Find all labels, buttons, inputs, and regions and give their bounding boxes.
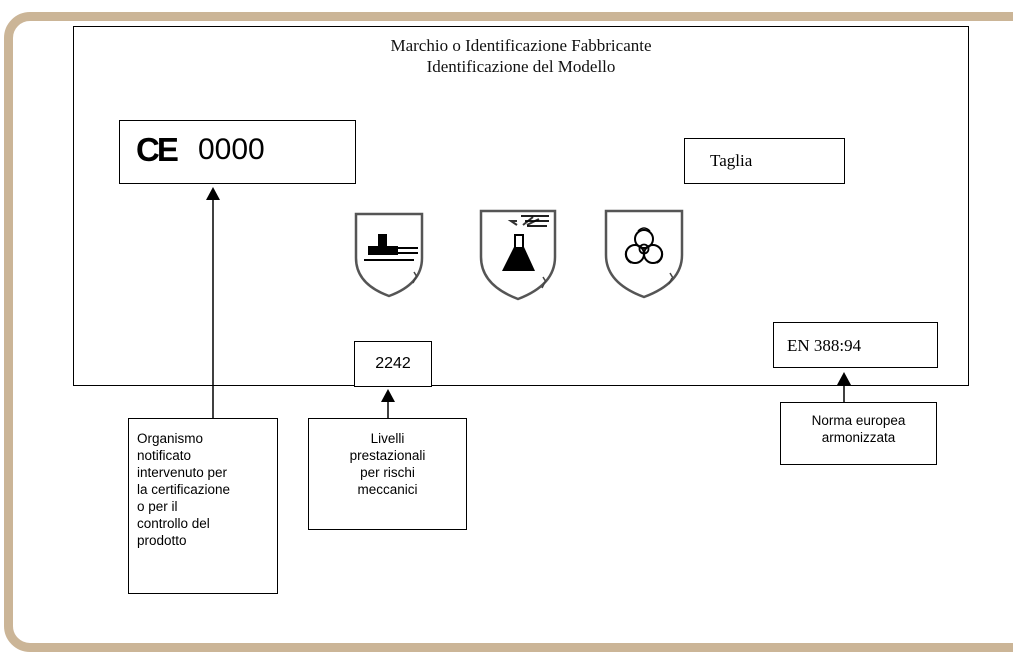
callout-line: prodotto [137,533,187,548]
arrow-head-standard [837,372,851,385]
callout-line: notificato [137,448,192,463]
size-label: Taglia [710,151,753,170]
callout-line: la certificazione [137,482,231,497]
callout-line: Livelli [370,431,405,446]
standard-box: EN 388:94 [773,322,938,368]
callout-line: armonizzata [821,430,896,445]
performance-levels-callout: Livelli prestazionali per rischi meccani… [308,418,467,530]
biohazard-icon [604,209,684,299]
performance-code-box: 2242 [354,341,432,387]
callout-line: meccanici [357,482,418,497]
arrow-head-performance-code [381,389,395,402]
callout-line: Organismo [137,431,204,446]
garment-label: Marchio o Identificazione Fabbricante Id… [73,26,969,386]
ce-mark: CE [136,131,179,168]
size-box: Taglia [684,138,845,184]
model-heading: Identificazione del Modello [426,57,616,76]
callout-line: intervenuto per [137,465,228,480]
callout-line: o per il [137,499,178,514]
notified-body-callout: Organismo notificato intervenuto per la … [128,418,278,594]
callout-line: prestazionali [349,448,426,463]
performance-code: 2242 [375,355,411,372]
chemical-risk-icon [479,209,557,301]
arrow-head-notified-body [206,187,220,200]
mechanical-risk-icon [354,212,424,298]
callout-line: controllo del [137,516,210,531]
callout-line: per rischi [360,465,415,480]
standard-code: EN 388:94 [787,336,862,355]
standard-callout: Norma europea armonizzata [780,402,937,465]
ce-box: CE 0000 [119,120,356,184]
connector-arrows [206,187,851,418]
notified-body-number: 0000 [198,133,265,166]
callout-line: Norma europea [811,413,906,428]
manufacturer-heading: Marchio o Identificazione Fabbricante [390,36,652,55]
